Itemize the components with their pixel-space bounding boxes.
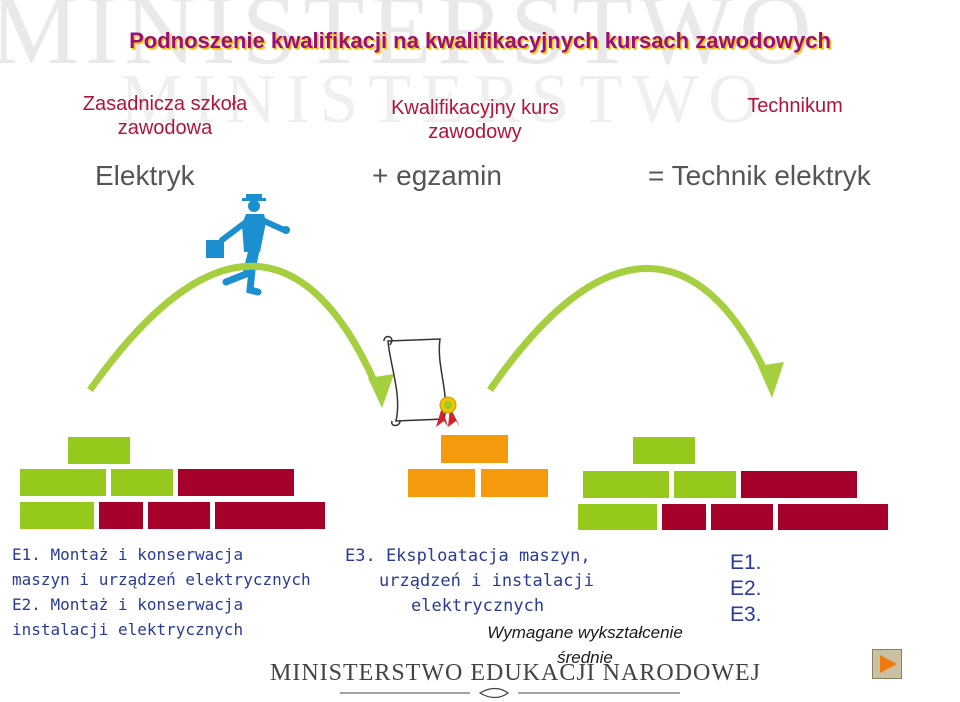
ministry-logo-underline [340,687,680,699]
brick [778,504,888,530]
arrow-to-course [87,262,382,393]
brick [408,469,475,497]
arrow-to-technikum [487,265,772,392]
column-value-technik: = Technik elektryk [648,160,871,191]
column-heading-course-line1: Kwalifikacyjny kurs [391,97,559,119]
next-slide-button[interactable] [872,649,902,679]
brick [711,504,773,530]
watermark-line-2: MINISTERSTWO [120,61,769,130]
slide-title: Podnoszenie kwalifikacji na kwalifikacyj… [129,28,831,53]
brick [633,437,695,464]
arrow-head-technikum [758,362,784,398]
watermark-line-1: MINISTERSTWO [0,0,818,85]
brick [178,469,294,496]
column-heading-school-line2: zawodowa [117,117,213,139]
certificate-seal [436,396,460,427]
qualification-e3: E3. [730,603,762,626]
qualification-e2-line2: instalacji elektrycznych [12,620,244,639]
brick [578,504,657,530]
column-heading-school: Zasadnicza szkoła zawodowa [40,92,290,140]
brick [68,437,130,464]
ministry-logo-text: MINISTERSTWO EDUKACJI NARODOWEJ [270,660,761,686]
brick [583,471,669,498]
qualification-e3-line1: E3. Eksploatacja maszyn, [345,546,591,566]
column-heading-school-line1: Zasadnicza szkoła [82,93,248,115]
qualification-e1: E1. [730,551,762,574]
play-next-icon [880,655,897,673]
brick [741,471,857,498]
brick [20,469,106,496]
column-heading-course-line2: zawodowy [428,121,522,143]
qualification-e2-line1: E2. Montaż i konserwacja [12,595,244,614]
qualifications-right: E1. E2. E3. [730,550,762,628]
brick [662,504,706,530]
arrow-head-course [368,374,394,408]
brick [674,471,736,498]
qualification-e3-line2: urządzeń i instalacji [379,571,594,591]
brick [215,502,325,529]
column-heading-course: Kwalifikacyjny kurs zawodowy [335,96,615,144]
qualification-e3-line3: elektrycznych [411,596,545,616]
brick [99,502,143,529]
qualification-e1-line2: maszyn i urządzeń elektrycznych [12,570,311,589]
brick [20,502,94,529]
requirement-line2: średnie [557,648,613,667]
qualification-e2: E2. [730,577,762,600]
brick [481,469,548,497]
requirement-line1: Wymagane wykształcenie [487,623,683,642]
qualification-e1-line1: E1. Montaż i konserwacja [12,545,244,564]
qualifications-middle: E3. Eksploatacja maszyn, urządzeń i inst… [345,544,725,619]
qualifications-left: E1. Montaż i konserwacja maszyn i urządz… [12,542,311,642]
certificate-scroll-icon [383,335,460,427]
column-heading-technikum: Technikum [680,94,910,118]
brick [148,502,210,529]
brick [441,435,508,463]
progression-arrows [87,262,784,408]
column-value-elektryk: Elektryk [95,160,195,191]
column-value-egzamin: + egzamin [372,160,502,191]
watermark: MINISTERSTWO MINISTERSTWO [0,0,960,130]
column-heading-technikum-line1: Technikum [747,95,843,117]
brick [111,469,173,496]
walking-man-icon [206,194,290,296]
education-requirement: Wymagane wykształcenie średnie [445,620,725,670]
